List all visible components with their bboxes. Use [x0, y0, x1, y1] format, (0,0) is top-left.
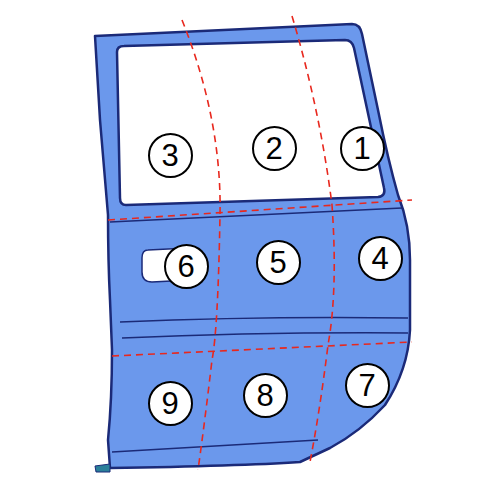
callout-circle: 5	[256, 240, 301, 285]
body-line	[122, 333, 408, 338]
callout-circle: 9	[148, 381, 193, 426]
section-line	[108, 200, 412, 220]
section-line	[112, 342, 412, 356]
corner-tab	[95, 464, 110, 472]
callout-circle: 3	[148, 133, 193, 178]
callout-circle: 4	[358, 236, 403, 281]
callout-number: 2	[265, 133, 282, 164]
callout-number: 3	[161, 140, 178, 171]
callout-circle: 8	[243, 373, 288, 418]
callout-number: 7	[358, 370, 375, 401]
door-panel	[95, 24, 410, 468]
callout-number: 1	[353, 133, 370, 164]
callout-circle: 6	[164, 244, 209, 289]
body-line	[120, 318, 408, 323]
callout-number: 4	[371, 243, 388, 274]
bottom-line	[112, 440, 318, 452]
callout-number: 6	[177, 251, 194, 282]
callout-circle: 1	[340, 126, 385, 171]
callout-circle: 2	[252, 126, 297, 171]
callout-number: 5	[269, 247, 286, 278]
section-line	[292, 16, 334, 462]
callout-number: 8	[256, 380, 273, 411]
callout-number: 9	[161, 388, 178, 419]
window-opening	[117, 40, 384, 205]
section-lines	[108, 16, 412, 470]
callout-circle: 7	[345, 363, 390, 408]
